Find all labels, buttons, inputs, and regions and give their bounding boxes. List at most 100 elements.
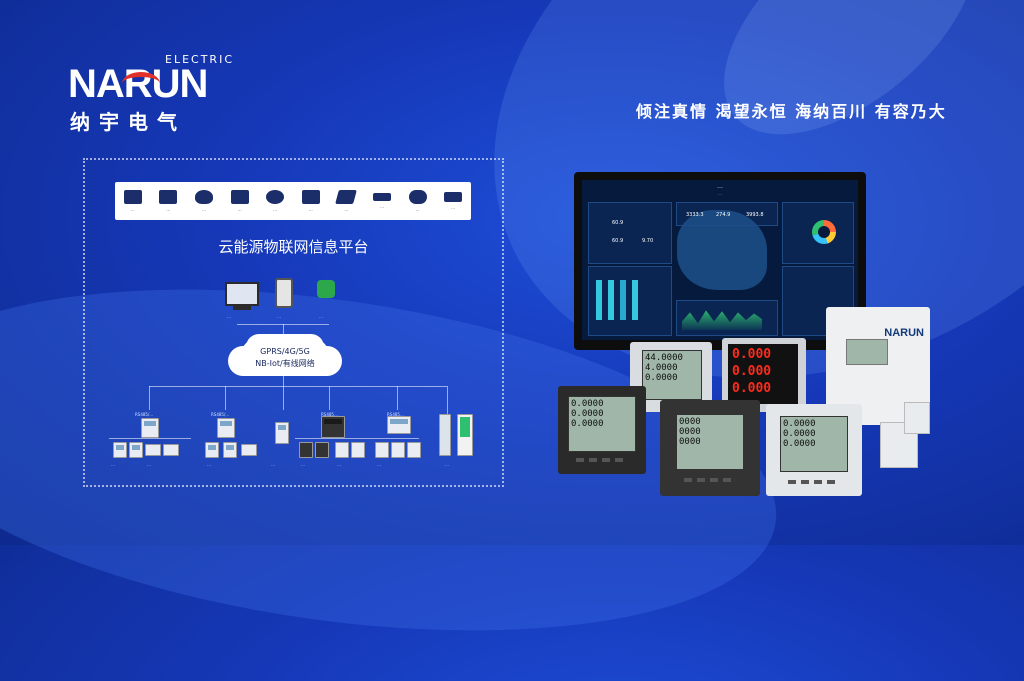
led-readout: 0.000 (732, 381, 772, 396)
key-icon: … (367, 193, 397, 209)
kpi-value: 60.9 (612, 238, 624, 244)
field-meter (223, 442, 237, 458)
gateway-meter (141, 418, 159, 438)
lcd-readout: 0000 (679, 437, 701, 447)
meter-label: … (147, 462, 151, 467)
dashboard-tile (588, 202, 672, 264)
shield-icon: … (189, 190, 219, 212)
connector-line (283, 324, 284, 338)
gateway-label: RS485/… (211, 412, 230, 417)
charger-device (439, 414, 451, 456)
printer-icon: … (153, 190, 183, 212)
monitor-icon: … (225, 190, 255, 212)
gateway-meter (275, 422, 289, 444)
network-label-primary: GPRS/4G/5G (260, 347, 310, 356)
kpi-value: 9.70 (642, 238, 654, 244)
meter-label: … (271, 462, 275, 467)
led-readout: 0.000 (732, 364, 772, 379)
relay-logo: NARUN (884, 327, 924, 339)
relay-lcd (846, 339, 888, 365)
gateway-meter (321, 416, 345, 438)
logo-swoosh-icon (122, 72, 160, 95)
dashboard-monitor: … … 3333.3 274.9 3993.8 60.9 60.9 9.70 (574, 172, 866, 350)
network-label-secondary: NB-Iot/有线网络 (255, 359, 315, 368)
client-label: … (277, 314, 281, 319)
platform-title: 云能源物联网信息平台 (218, 238, 369, 256)
lcd-meter: 0.0000 0.0000 0.0000 (766, 404, 862, 496)
gateway-label: RS485… (387, 412, 404, 417)
connector-line (149, 386, 150, 410)
dashboard-title: … (717, 183, 723, 190)
lcd-readout: 0000 (679, 417, 701, 427)
field-meter (375, 442, 389, 458)
field-meter (205, 442, 219, 458)
meter-buttons (684, 478, 731, 482)
connector-line (397, 386, 398, 410)
platform-diagram: … … … … … … … … … … 云能源物联网信息平台 … … … GPR… (83, 158, 504, 487)
phone-icon (275, 278, 293, 308)
donut-chart (812, 220, 836, 244)
meter-label: … (377, 462, 381, 467)
china-map (677, 210, 767, 290)
wechat-icon (317, 280, 335, 298)
connector-line (109, 438, 191, 439)
led-readout: 0.000 (732, 347, 772, 362)
platform-icon-bar: … … … … … … … … … … (115, 182, 471, 220)
connector-line (295, 438, 419, 439)
field-meter (129, 442, 143, 458)
lcd-readout: 0.0000 (783, 439, 816, 449)
meter-label: … (301, 462, 305, 467)
meter-buttons (788, 480, 835, 484)
lcd-meter: 0.0000 0.0000 0.0000 (558, 386, 646, 474)
presentation-icon: … (296, 190, 326, 212)
kpi-value: 274.9 (716, 212, 731, 218)
din-rail-meter (904, 402, 930, 434)
meter-label: … (207, 462, 211, 467)
kpi-value: 3333.3 (686, 212, 704, 218)
meter-buttons (576, 458, 623, 462)
connector-line (149, 386, 447, 387)
kpi-value: 60.9 (612, 220, 624, 226)
lcd-readout: 0.0000 (783, 419, 816, 429)
field-meter (407, 442, 421, 458)
connector-line (329, 386, 330, 410)
meter-label: … (337, 462, 341, 467)
lcd-readout: 0000 (679, 427, 701, 437)
field-meter (145, 444, 161, 456)
pen-icon: … (331, 190, 361, 212)
lcd-readout: 0.0000 (645, 373, 678, 383)
gateway-label: RS485/… (135, 412, 154, 417)
client-label: … (227, 314, 231, 319)
gateway-meter (387, 416, 411, 434)
field-meter (335, 442, 349, 458)
bar-chart-3d (596, 280, 656, 320)
field-meter (351, 442, 365, 458)
logo-electric-text: ELECTRIC (165, 53, 234, 66)
field-meter (113, 442, 127, 458)
lcd-readout: 44.0000 (645, 353, 683, 363)
connector-line (447, 386, 448, 416)
client-label: … (319, 314, 323, 319)
cloud-icon: … (403, 190, 433, 212)
dashboard-screen: … … 3333.3 274.9 3993.8 60.9 60.9 9.70 (582, 180, 858, 340)
lcd-readout: 0.0000 (571, 399, 604, 409)
computer-icon (225, 282, 265, 310)
field-meter (241, 444, 257, 456)
network-cloud: GPRS/4G/5G NB-Iot/有线网络 (240, 338, 330, 376)
connector-line (283, 376, 284, 410)
company-logo: ELECTRIC NARUN 纳宇电气 (68, 50, 238, 134)
lcd-readout: 0.0000 (783, 429, 816, 439)
charger-device (457, 414, 473, 456)
dashboard-subtitle: … (718, 191, 722, 196)
meter-label: … (445, 462, 449, 467)
lcd-meter: 0000 0000 0000 (660, 400, 760, 496)
field-meter (391, 442, 405, 458)
field-meter (315, 442, 329, 458)
field-meter (299, 442, 313, 458)
meter-label: … (111, 462, 115, 467)
envelope-icon: … (118, 190, 148, 212)
lcd-readout: 0.0000 (571, 409, 604, 419)
lcd-readout: 0.0000 (571, 419, 604, 429)
field-meter (163, 444, 179, 456)
people-icon: … (260, 190, 290, 212)
